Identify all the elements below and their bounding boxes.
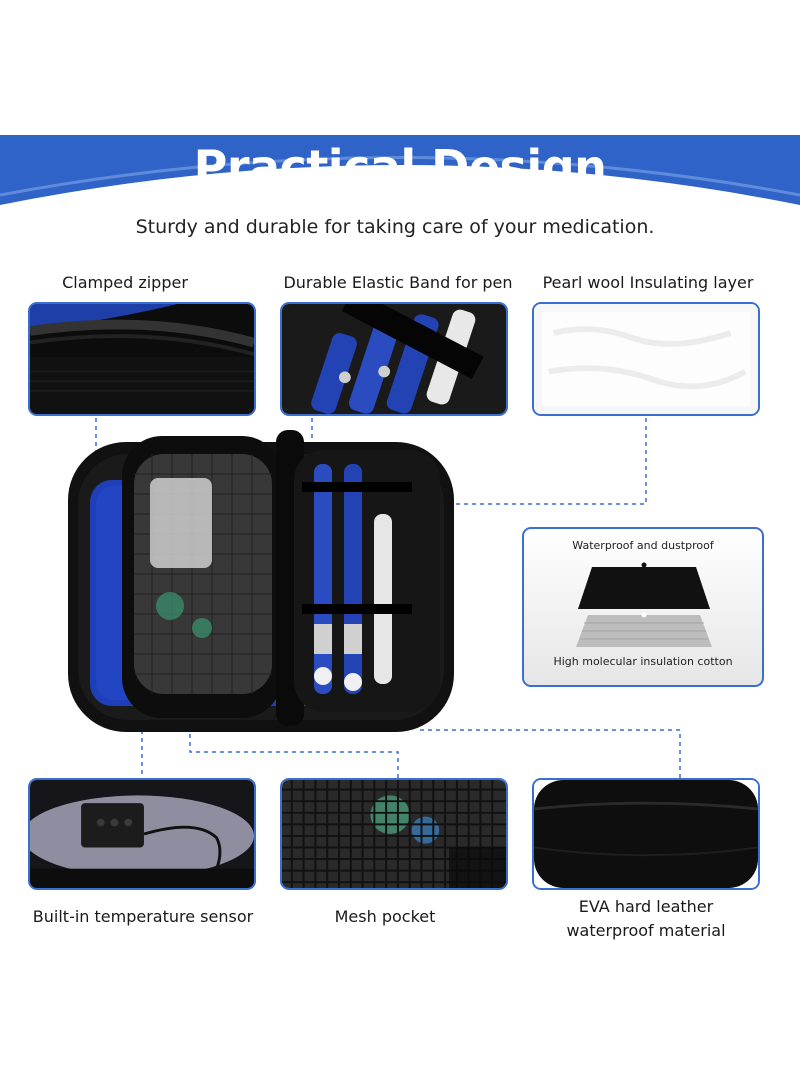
feature-label-mesh-pocket: Mesh pocket	[334, 907, 436, 926]
zipper-icon	[28, 302, 256, 416]
page-title: Practical Design	[193, 140, 607, 194]
feature-label-elastic-band: Durable Elastic Band for pen	[283, 273, 513, 292]
header-banner	[0, 135, 800, 205]
elastic-band-icon	[280, 302, 508, 416]
feature-label-pearl-wool: Pearl wool Insulating layer	[542, 273, 754, 292]
callout-top-text: Waterproof and dustproof	[572, 539, 714, 552]
insulin-case-image	[68, 430, 454, 732]
feature-label-temperature-sensor: Built-in temperature sensor	[32, 907, 254, 926]
feature-label-eva-line1: EVA hard leather	[578, 897, 714, 916]
callout-bottom-text: High molecular insulation cotton	[553, 655, 733, 668]
material-layers-callout: Waterproof and dustproof High molecular …	[522, 527, 764, 687]
mesh-pocket-icon	[280, 778, 508, 890]
temperature-sensor-icon	[28, 778, 256, 890]
feature-label-eva-line2: waterproof material	[566, 921, 726, 940]
eva-leather-icon	[532, 778, 760, 890]
material-layers-icon	[576, 562, 712, 647]
feature-label-clamped-zipper: Clamped zipper	[62, 273, 188, 292]
insulating-layer-icon	[532, 302, 760, 416]
page-subtitle: Sturdy and durable for taking care of yo…	[135, 216, 655, 238]
